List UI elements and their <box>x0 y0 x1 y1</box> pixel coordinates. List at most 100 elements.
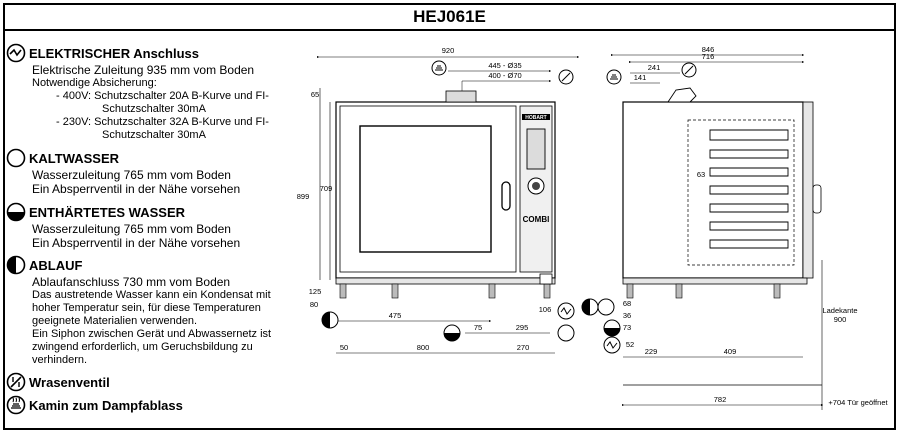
legend-drain-line: Ablaufanschluss 730 mm vom Boden <box>32 275 231 289</box>
legend-drain-detail: geeignete Materialien verwenden. <box>32 315 198 327</box>
chimney-steam-icon <box>6 395 26 415</box>
legend-drain-detail: hoher Temperatur sein, für diese Tempera… <box>32 302 261 314</box>
drain-icon <box>6 255 26 275</box>
dim-73: 73 <box>623 323 631 332</box>
title-bar: HEJ061E <box>5 5 894 31</box>
side-base <box>622 277 808 285</box>
dim-height-total: 899 <box>297 192 310 201</box>
legend-electric-line: Notwendige Absicherung: <box>32 77 157 89</box>
cold-water-marker-icon <box>597 298 615 316</box>
legend-drain-title: ABLAUF <box>29 257 83 273</box>
legend-drain-detail: Ein Siphon zwischen Gerät und Abwasserne… <box>32 328 272 340</box>
edge-value: 900 <box>834 315 847 324</box>
legend-electric: ELEKTRISCHER Anschluss Elektrische Zulei… <box>6 43 269 142</box>
knob-center <box>532 182 540 190</box>
dim-229: 229 <box>645 347 658 356</box>
cavity-outline <box>687 119 795 266</box>
legend-drain-detail: zwingend erforderlich, um Geruchsbildung… <box>32 341 253 353</box>
drawing-frame: HEJ061E <box>3 3 896 430</box>
vent-valve-marker-icon <box>558 69 574 85</box>
dim-52: 52 <box>626 340 634 349</box>
legend-electric-bullet: - 230V: Schutzschalter 32A B-Kurve und F… <box>56 116 269 128</box>
dim-depth: 846 <box>702 45 715 54</box>
dim-bottom-475: 475 <box>389 311 402 320</box>
dim-rack-pitch: 63 <box>697 170 705 179</box>
legend-electric-line: Elektrische Zuleitung 935 mm vom Boden <box>32 63 255 77</box>
door-handle <box>501 181 511 211</box>
dim-height-feet: 125 <box>309 287 322 296</box>
legend-drain: ABLAUF Ablaufanschluss 730 mm vom Boden … <box>6 255 271 367</box>
cold-water-icon <box>6 148 26 168</box>
side-door-edge <box>802 101 814 279</box>
dim-bottom-800: 800 <box>417 343 430 352</box>
legend-soft-water: ENTHÄRTETES WASSER Wasserzuleitung 765 m… <box>6 202 240 250</box>
dim-bottom-75: 75 <box>474 323 482 332</box>
front-view: HOBART COMBI 920 445 - Ø35 400 - Ø70 <box>297 46 580 354</box>
legend-soft-water-title: ENTHÄRTETES WASSER <box>29 204 186 220</box>
dim-36: 36 <box>623 311 631 320</box>
legend-drain-detail: Das austretende Wasser kann ein Kondensa… <box>32 289 271 301</box>
electric-plug-icon <box>6 43 26 63</box>
top-flue <box>667 87 697 103</box>
foot <box>543 283 551 299</box>
foot <box>626 283 634 299</box>
legend-drain-detail: verhindern. <box>32 354 88 366</box>
foot <box>773 283 781 299</box>
legend-electric-bullet: - 400V: Schutzschalter 20A B-Kurve und F… <box>56 90 269 102</box>
dim-782: 782 <box>714 395 727 404</box>
dim-height-body: 709 <box>320 184 333 193</box>
dim-141: 141 <box>634 73 647 82</box>
legend-electric-title: ELEKTRISCHER Anschluss <box>29 45 199 61</box>
dim-716: 716 <box>702 52 715 61</box>
legend-cold-water: KALTWASSER Wasserzuleitung 765 mm vom Bo… <box>6 148 240 196</box>
drain-box <box>539 273 553 285</box>
brand-badge <box>522 114 550 120</box>
dim-width: 920 <box>442 46 455 55</box>
dim-top-offset: 65 <box>311 90 319 99</box>
chimney-marker-icon <box>606 69 622 85</box>
legend-electric-bullet: Schutzschalter 30mA <box>102 129 206 141</box>
foot <box>488 283 496 299</box>
dim-feet-gap: 80 <box>310 300 318 309</box>
dim-241: 241 <box>648 63 661 72</box>
dim-bottom-270: 270 <box>517 343 530 352</box>
dim-bottom-50: 50 <box>340 343 348 352</box>
chimney-marker-icon <box>431 60 447 76</box>
legend-soft-water-line: Wasserzuleitung 765 mm vom Boden <box>32 222 231 236</box>
brand-text: HOBART <box>525 115 546 121</box>
foot <box>391 283 399 299</box>
legend-cold-water-title: KALTWASSER <box>29 150 120 166</box>
legend-cold-water-line: Ein Absperrventil in der Nähe vorsehen <box>32 182 241 196</box>
foot <box>339 283 347 299</box>
cold-water-marker-icon <box>557 324 575 342</box>
dim-409: 409 <box>724 347 737 356</box>
side-view: 846 716 241 141 63 6 <box>581 45 888 410</box>
dim-top2: 400 - Ø70 <box>488 71 521 80</box>
tray-racks <box>709 129 789 249</box>
door-open-note: +704 Tür geöffnet <box>828 398 888 407</box>
top-vent <box>445 90 477 103</box>
drain-marker-icon <box>321 311 339 329</box>
soft-water-marker-icon <box>603 319 621 337</box>
page-title: HEJ061E <box>413 7 486 26</box>
foot <box>675 283 683 299</box>
electric-marker-icon <box>603 336 621 354</box>
legend-cold-water-line: Wasserzuleitung 765 mm vom Boden <box>32 168 231 182</box>
display-screen <box>526 128 546 170</box>
legend-vent-valve: Wrasenventil <box>6 372 110 392</box>
side-handle <box>812 184 822 214</box>
soft-water-marker-icon <box>443 324 461 342</box>
electric-marker-icon <box>557 302 575 320</box>
legend-soft-water-line: Ein Absperrventil in der Nähe vorsehen <box>32 236 241 250</box>
legend-chimney-title: Kamin zum Dampfablass <box>29 397 183 413</box>
legend-electric-bullet: Schutzschalter 30mA <box>102 103 206 115</box>
side-body <box>622 101 804 279</box>
dim-top1: 445 - Ø35 <box>488 61 521 70</box>
dim-68: 68 <box>623 299 631 308</box>
legend-vent-valve-title: Wrasenventil <box>29 374 110 390</box>
legend-chimney: Kamin zum Dampfablass <box>6 395 183 415</box>
drain-marker-icon <box>581 298 599 316</box>
bottom-rail <box>335 277 556 285</box>
dim-bottom-295: 295 <box>516 323 529 332</box>
